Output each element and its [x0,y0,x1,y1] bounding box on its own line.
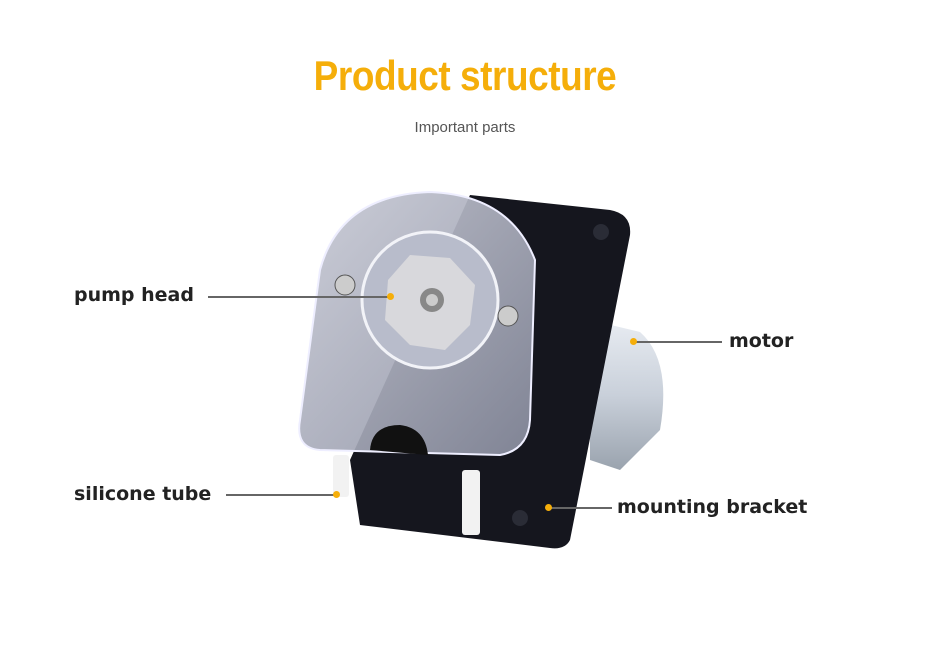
motor-body [590,320,664,470]
mounting-bracket-marker [545,504,552,511]
label-motor: motor [729,330,794,352]
pump-head-marker [387,293,394,300]
label-mounting-bracket: mounting bracket [617,496,808,518]
motor-leader-line [633,341,722,343]
page-subtitle: Important parts [414,119,516,136]
page-title: Product structure [313,52,617,99]
label-pump-head: pump head [74,284,194,306]
mounting-bracket-leader-line [548,507,612,509]
label-silicone-tube: silicone tube [74,483,212,505]
silicone-tube-leader-line [226,494,336,496]
silicone-tube-marker [333,491,340,498]
motor-marker [630,338,637,345]
pump-head-leader-line [208,296,390,298]
